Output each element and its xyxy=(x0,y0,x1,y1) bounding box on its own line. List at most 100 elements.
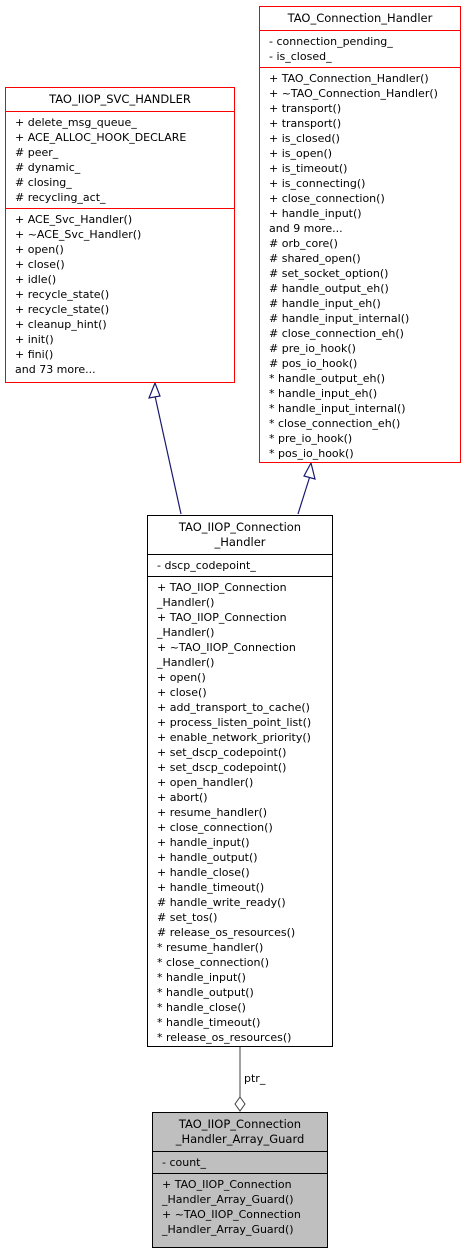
operation: + enable_network_priority() xyxy=(157,731,311,744)
operation: # pre_io_hook() xyxy=(269,342,356,355)
operation: + idle() xyxy=(15,273,57,286)
operation: + set_dscp_codepoint() xyxy=(157,746,287,759)
operation: * handle_input_eh() xyxy=(269,387,378,400)
operation: * handle_output_eh() xyxy=(269,372,386,385)
operation: * pos_io_hook() xyxy=(269,447,354,460)
operation: # set_socket_option() xyxy=(269,267,389,280)
operation: + fini() xyxy=(15,348,54,361)
attribute: + delete_msg_queue_ xyxy=(15,116,137,129)
operations-section: + TAO_IIOP_Connection _Handler() + TAO_I… xyxy=(148,576,332,1048)
class-title-line: TAO_IIOP_Connection xyxy=(178,520,302,534)
attribute: # recycling_act_ xyxy=(15,191,106,204)
operation: # handle_write_ready() xyxy=(157,896,286,909)
attributes-section: - connection_pending_ - is_closed_ xyxy=(260,30,460,67)
operation: + is_closed() xyxy=(269,132,340,145)
operation: * handle_input_internal() xyxy=(269,402,406,415)
attribute: + ACE_ALLOC_HOOK_DECLARE xyxy=(15,131,187,144)
operation: _Handler_Array_Guard() xyxy=(162,1223,294,1236)
operation: * handle_output() xyxy=(157,986,254,999)
class-title-line: _Handler xyxy=(214,535,266,549)
operation: + close() xyxy=(15,258,65,271)
attributes-section: + delete_msg_queue_ + ACE_ALLOC_HOOK_DEC… xyxy=(6,111,234,208)
operation: * handle_close() xyxy=(157,1001,246,1014)
operation: + is_open() xyxy=(269,147,333,160)
operation: + handle_input() xyxy=(157,836,250,849)
attribute: - dscp_codepoint_ xyxy=(157,559,256,572)
more-operations: and 73 more... xyxy=(15,363,96,376)
operation: + process_listen_point_list() xyxy=(157,716,312,729)
more-operations: and 9 more... xyxy=(269,222,343,235)
operation: + recycle_state() xyxy=(15,303,110,316)
operation: * resume_handler() xyxy=(157,941,264,954)
operation: # close_connection_eh() xyxy=(269,327,404,340)
operation: + ~TAO_IIOP_Connection xyxy=(162,1208,301,1221)
operation: # orb_core() xyxy=(269,237,338,250)
aggregation-diamond xyxy=(234,1096,246,1112)
class-title-line: TAO_IIOP_Connection xyxy=(178,1117,302,1131)
operation: * pre_io_hook() xyxy=(269,432,353,445)
operation: + handle_close() xyxy=(157,866,250,879)
operation: * handle_input() xyxy=(157,971,246,984)
attribute: - count_ xyxy=(162,1156,206,1169)
association-label: ptr_ xyxy=(244,1072,266,1085)
operation: + handle_timeout() xyxy=(157,881,265,894)
class-title-line: _Handler_Array_Guard xyxy=(175,1132,305,1146)
class-title: TAO_Connection_Handler xyxy=(287,11,433,25)
class-array-guard[interactable]: TAO_IIOP_Connection _Handler_Array_Guard… xyxy=(152,1112,328,1248)
operation: * close_connection() xyxy=(157,956,270,969)
inherit-arrowhead-conn xyxy=(303,461,316,480)
operation: + abort() xyxy=(157,791,208,804)
operation: + open() xyxy=(157,671,206,684)
operation: + ~TAO_Connection_Handler() xyxy=(269,87,438,100)
operation: + recycle_state() xyxy=(15,288,110,301)
operation: # set_tos() xyxy=(157,911,218,924)
operation: + TAO_IIOP_Connection xyxy=(157,581,287,594)
operation: # release_os_resources() xyxy=(157,926,296,939)
operation: + cleanup_hint() xyxy=(15,318,107,331)
class-title: TAO_IIOP_Connection _Handler_Array_Guard xyxy=(153,1113,327,1151)
operation: _Handler() xyxy=(157,656,215,669)
operation: + handle_input() xyxy=(269,207,362,220)
operation: # handle_input_eh() xyxy=(269,297,381,310)
inherit-arrowhead-svc xyxy=(148,381,161,399)
operation: _Handler() xyxy=(157,596,215,609)
class-connection-handler[interactable]: TAO_Connection_Handler - connection_pend… xyxy=(259,6,461,463)
operation: + TAO_Connection_Handler() xyxy=(269,72,429,85)
operation: + transport() xyxy=(269,102,342,115)
operation: + TAO_IIOP_Connection xyxy=(162,1178,292,1191)
operation: # handle_output_eh() xyxy=(269,282,389,295)
operation: + close() xyxy=(157,686,207,699)
edge-inherit-conn xyxy=(297,475,311,515)
edge-inherit-svc xyxy=(154,395,182,515)
attribute: # dynamic_ xyxy=(15,161,81,174)
operation: + handle_output() xyxy=(157,851,258,864)
operation: + close_connection() xyxy=(157,821,273,834)
operation: + open() xyxy=(15,243,64,256)
operation: + ~TAO_IIOP_Connection xyxy=(157,641,296,654)
operation: + ACE_Svc_Handler() xyxy=(15,213,133,226)
operation: * handle_timeout() xyxy=(157,1016,261,1029)
class-iiop-connection-handler[interactable]: TAO_IIOP_Connection _Handler - dscp_code… xyxy=(147,515,333,1047)
class-title: TAO_IIOP_SVC_HANDLER xyxy=(49,92,191,106)
attribute: - is_closed_ xyxy=(269,50,332,63)
operation: + TAO_IIOP_Connection xyxy=(157,611,287,624)
operation: # pos_io_hook() xyxy=(269,357,358,370)
class-title: TAO_IIOP_Connection _Handler xyxy=(148,516,332,554)
operation: + resume_handler() xyxy=(157,806,268,819)
operation: + open_handler() xyxy=(157,776,254,789)
operation: + is_connecting() xyxy=(269,177,366,190)
operation: # shared_open() xyxy=(269,252,361,265)
operation: + init() xyxy=(15,333,54,346)
attributes-section: - count_ xyxy=(153,1151,327,1173)
attribute: # peer_ xyxy=(15,146,59,159)
attribute: - connection_pending_ xyxy=(269,35,393,48)
attribute: # closing_ xyxy=(15,176,72,189)
operation: _Handler() xyxy=(157,626,215,639)
operation: + set_dscp_codepoint() xyxy=(157,761,287,774)
operations-section: + TAO_IIOP_Connection _Handler_Array_Gua… xyxy=(153,1173,327,1240)
operation: _Handler_Array_Guard() xyxy=(162,1193,294,1206)
operation: + ~ACE_Svc_Handler() xyxy=(15,228,142,241)
class-svc-handler[interactable]: TAO_IIOP_SVC_HANDLER + delete_msg_queue_… xyxy=(5,87,235,383)
operation: # handle_input_internal() xyxy=(269,312,410,325)
